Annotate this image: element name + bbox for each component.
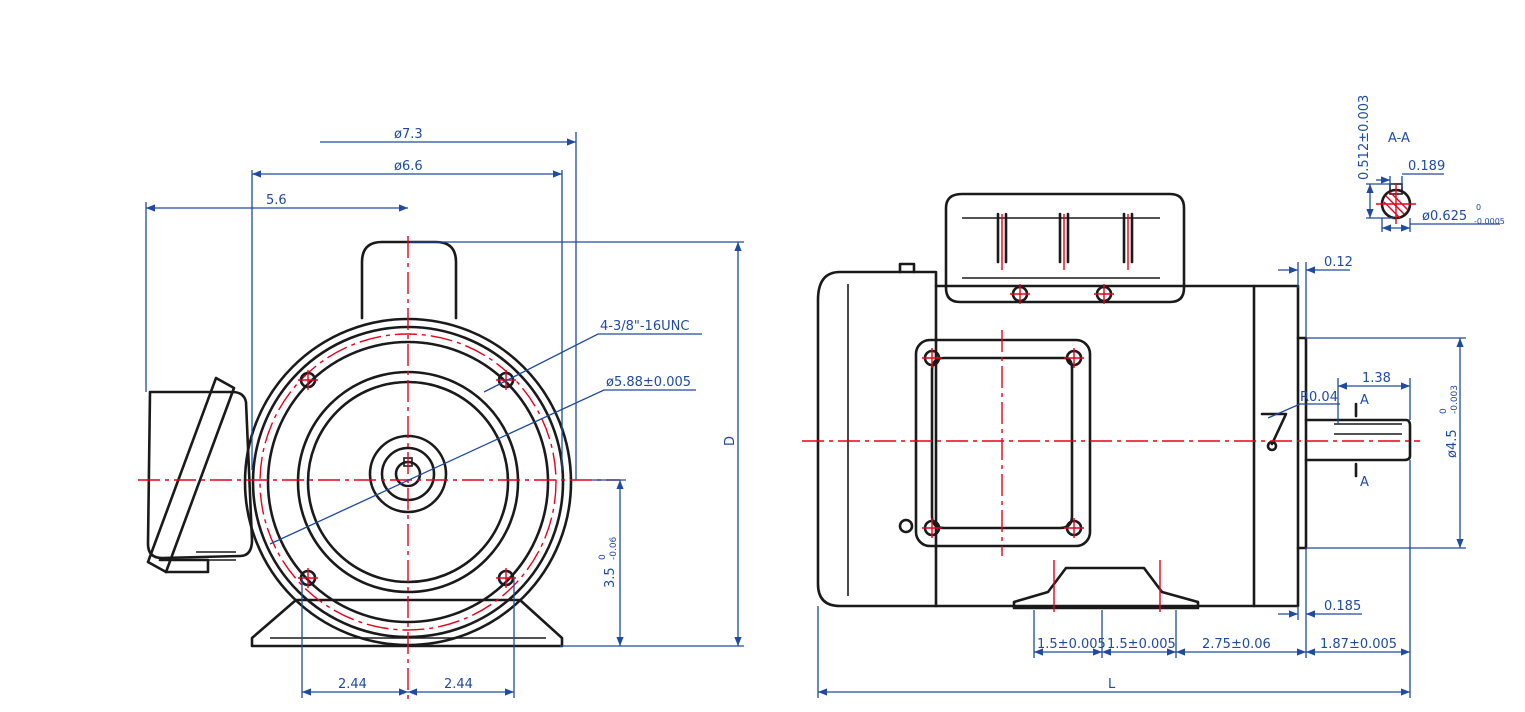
section-label: A-A xyxy=(1388,131,1410,146)
side-dim-pilot-dia-text: ø4.5 xyxy=(1445,429,1460,458)
side-section-mark-top: A xyxy=(1360,393,1369,408)
front-note-pilot-text: ø5.88±0.005 xyxy=(606,375,691,390)
front-dim-od-outer: ø7.3 xyxy=(320,127,577,480)
side-dim-foot-spacing: 1.5±0.005 1.5±0.005 2.75±0.06 1.87±0.005 xyxy=(817,460,1411,698)
side-dim-foot-1-text: 1.5±0.005 xyxy=(1037,637,1106,652)
front-view: ø7.3 ø6.6 5.6 D 3.5 0 -0.06 xyxy=(138,127,744,700)
front-lifting-lug xyxy=(360,240,458,320)
side-section-mark-bottom: A xyxy=(1360,475,1369,490)
side-view: A A 0.12 1.38 R0.04 ø4.5 0 -0.0 xyxy=(802,192,1466,698)
side-dim-shaft-length-text: 1.87±0.005 xyxy=(1320,637,1397,652)
side-mounting-foot xyxy=(1012,560,1200,612)
section-dim-shaft-dia-text: ø0.625 xyxy=(1422,209,1467,224)
section-dim-shaft-tol-lower: -0.0005 xyxy=(1474,217,1505,226)
front-dim-bolt-left-text: 2.44 xyxy=(338,677,367,692)
front-dim-shaft-height: 3.5 0 -0.06 xyxy=(592,479,626,646)
side-main-body xyxy=(934,284,1300,608)
front-housing-face xyxy=(266,340,550,624)
front-dim-overall-height: D xyxy=(410,241,744,647)
side-conduit-box xyxy=(898,330,1092,556)
front-dim-shaft-height-text: 3.5 xyxy=(603,567,618,588)
front-conduit-box xyxy=(146,376,254,574)
section-dim-shaft-dia: ø0.625 0 -0.0005 xyxy=(1381,203,1505,232)
side-dim-pilot-dia: ø4.5 0 -0.003 xyxy=(1306,337,1466,549)
side-end-bell xyxy=(816,270,938,608)
front-dim-shaft-height-tol-upper: 0 xyxy=(598,554,608,560)
side-dim-overall-length: L xyxy=(818,677,1410,696)
front-note-pilot: ø5.88±0.005 xyxy=(269,375,696,545)
front-note-thread-text: 4-3/8"-16UNC xyxy=(600,319,689,334)
front-dim-od-outer-text: ø7.3 xyxy=(394,127,423,142)
side-dim-radius-text: R0.04 xyxy=(1300,390,1338,405)
side-dim-flange-thickness-text: 0.185 xyxy=(1324,599,1361,614)
side-dim-flange-offset: 0.12 xyxy=(1278,255,1353,338)
side-dim-radius: R0.04 xyxy=(1267,390,1340,419)
side-dim-foot-2-text: 1.5±0.005 xyxy=(1107,637,1176,652)
section-dim-key-height-text: 0.512±0.003 xyxy=(1357,95,1372,180)
side-dim-pilot-tol-upper: 0 xyxy=(1439,408,1449,414)
front-dim-od-inner: ø6.6 xyxy=(251,159,563,470)
front-dim-shaft-height-tol-lower: -0.06 xyxy=(609,536,619,560)
front-note-thread: 4-3/8"-16UNC xyxy=(483,319,702,393)
section-dim-key-width: 0.189 xyxy=(1376,159,1445,188)
section-dim-shaft-tol-upper: 0 xyxy=(1476,203,1481,212)
section-dim-key-height: 0.512±0.003 xyxy=(1357,95,1394,219)
side-dim-keyway-length-text: 1.38 xyxy=(1362,371,1391,386)
side-dim-flange-thickness: 0.185 xyxy=(1278,548,1362,620)
front-dim-bolt-right-text: 2.44 xyxy=(444,677,473,692)
front-dim-half-width: 5.6 xyxy=(145,193,408,392)
front-dim-od-inner-text: ø6.6 xyxy=(394,159,423,174)
front-dim-overall-height-text: D xyxy=(723,436,738,446)
side-dim-keyway-length: 1.38 xyxy=(1337,371,1411,424)
front-dim-half-width-text: 5.6 xyxy=(266,193,287,208)
front-dim-bolt-spacing: 2.44 2.44 xyxy=(301,578,515,698)
side-flange-face xyxy=(1296,336,1308,550)
side-capacitor-box xyxy=(944,192,1186,304)
side-dim-pilot-tol-lower: -0.003 xyxy=(1450,385,1460,414)
section-dim-key-width-text: 0.189 xyxy=(1408,159,1445,174)
side-dim-overall-length-text: L xyxy=(1108,677,1116,692)
front-bolt-circle xyxy=(259,333,557,631)
section-view-a-a: A-A 0.512±0.003 0.189 ø0.625 0 -0.0005 xyxy=(1357,95,1505,232)
front-mounting-holes xyxy=(298,370,516,588)
side-shaft xyxy=(1260,412,1412,462)
side-dim-flange-offset-text: 0.12 xyxy=(1324,255,1353,270)
side-dim-foot-3-text: 2.75±0.06 xyxy=(1202,637,1271,652)
